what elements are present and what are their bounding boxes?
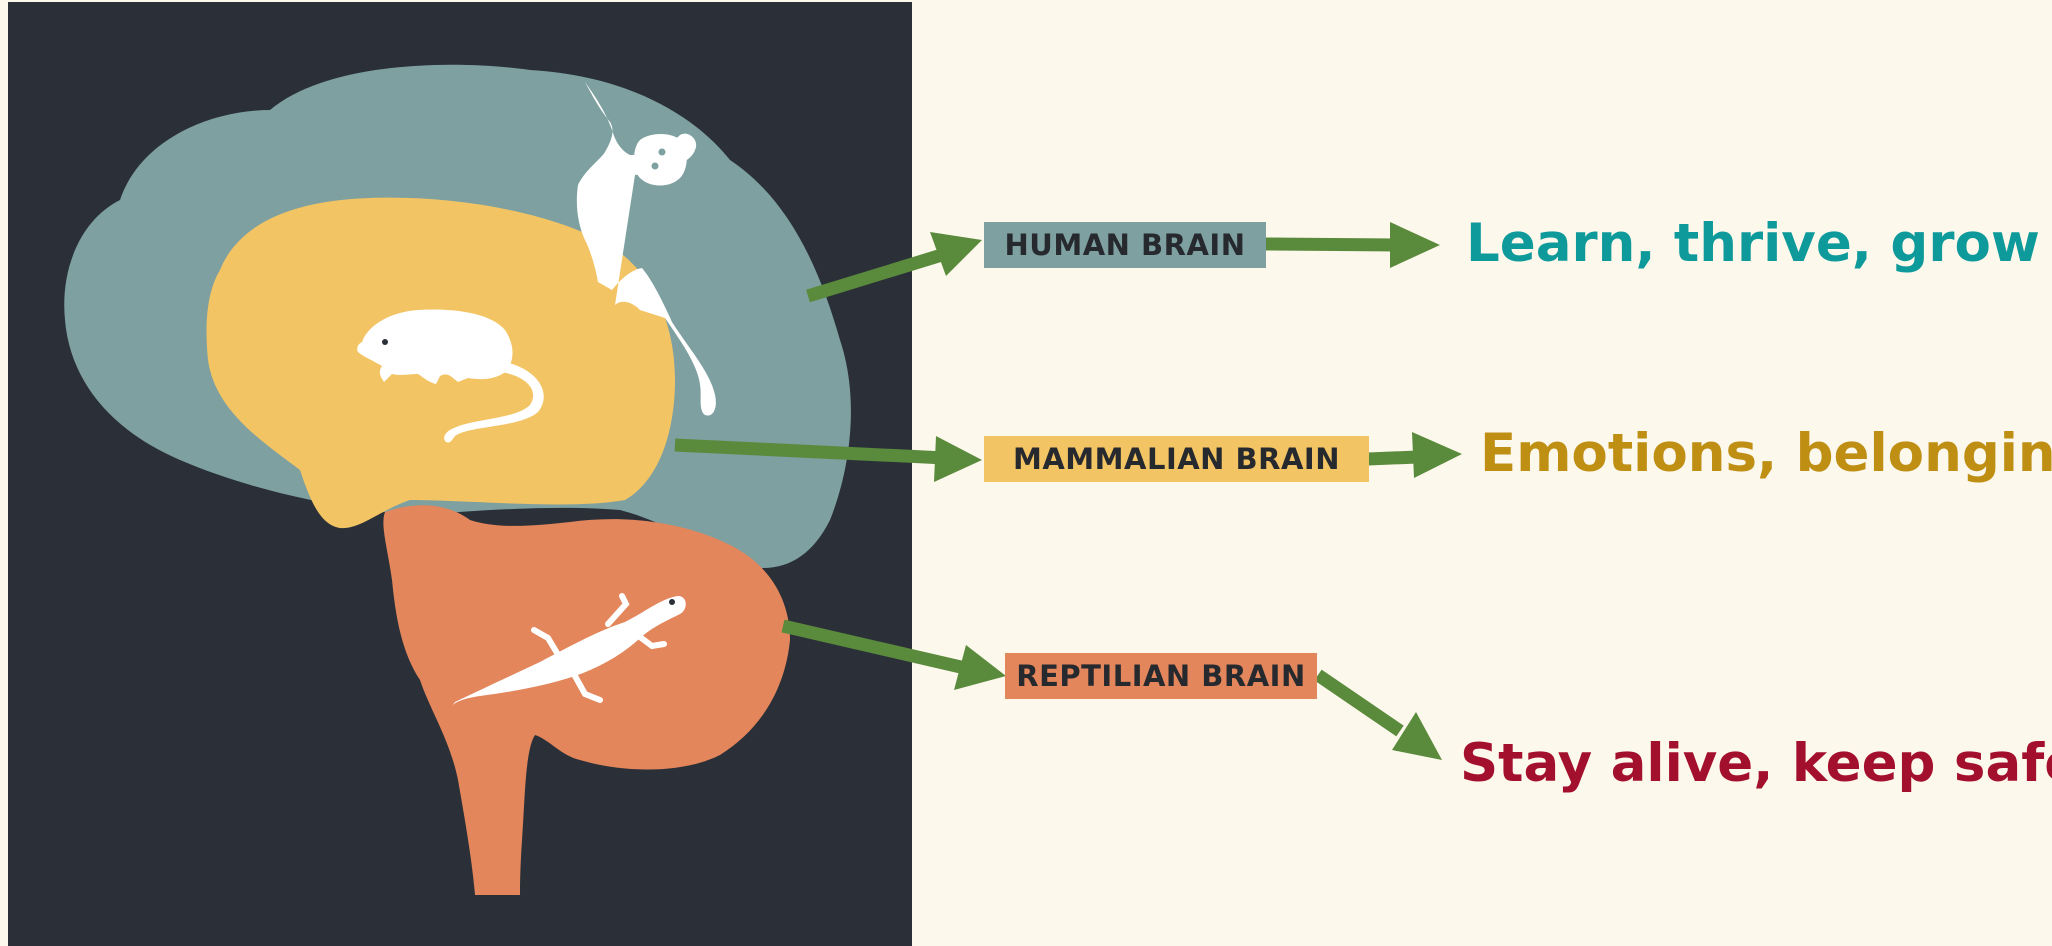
reptilian-brain-arrow <box>783 626 1006 690</box>
brainstem-region <box>383 505 790 895</box>
reptilian-brain-label: REPTILIAN BRAIN <box>1005 653 1317 699</box>
mammalian-outcome-arrow <box>1368 432 1462 478</box>
human-brain-arrow <box>808 232 982 296</box>
human-outcome-arrow <box>1264 222 1440 268</box>
mammalian-brain-outcome: Emotions, belonging <box>1480 422 2052 486</box>
human-brain-outcome: Learn, thrive, grow <box>1466 212 2040 276</box>
mammalian-brain-label: MAMMALIAN BRAIN <box>984 436 1369 482</box>
human-brain-label: HUMAN BRAIN <box>984 222 1266 268</box>
reptilian-brain-outcome: Stay alive, keep safe <box>1460 732 2052 796</box>
reptilian-outcome-arrow <box>1318 675 1442 760</box>
